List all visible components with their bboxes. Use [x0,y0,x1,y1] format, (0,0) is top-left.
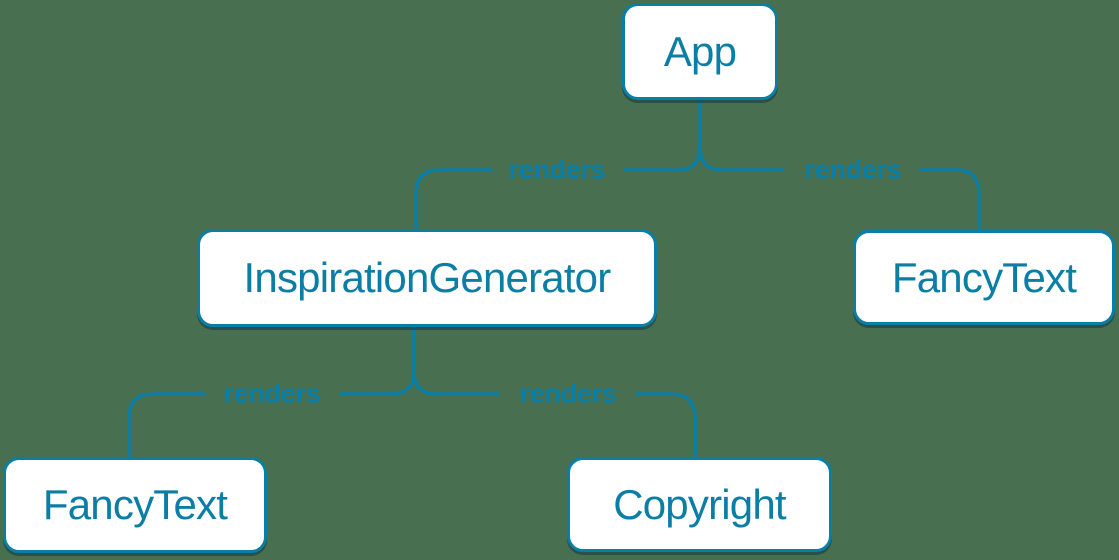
edge-label-app-inspirationgenerator: renders [508,154,606,185]
edge-flare-left-line [623,145,702,172]
edge-label-inspirationgenerator-fancytext: renders [223,378,321,409]
node-fancy-text-bottom-label: FancyText [42,481,228,528]
edge-flare-right-line [698,145,785,172]
node-fancy-text-top: FancyText [853,230,1115,325]
edge-arm-right-line [635,392,697,458]
node-copyright: Copyright [567,457,832,552]
edge-inspirationgenerator-to-copyright [412,369,697,458]
edge-arm-right-line [919,168,981,231]
node-app-label: App [663,27,737,75]
node-app: App [622,3,778,100]
edge-flare-right-line [412,369,500,396]
edge-label-inspirationgenerator-copyright: renders [519,378,617,409]
node-fancy-text-top-label: FancyText [891,253,1077,301]
edge-arm-left-line [127,392,206,458]
edge-flare-left-line [339,369,416,396]
edge-arm-left-line [414,168,493,231]
node-fancy-text-bottom: FancyText [3,457,267,553]
node-inspiration-generator-label: InspirationGenerator [243,254,612,301]
edge-label-app-fancytext: renders [804,154,902,185]
node-inspiration-generator: InspirationGenerator [197,229,657,327]
node-copyright-label: Copyright [613,480,786,528]
edge-app-to-fancytext [698,145,981,231]
